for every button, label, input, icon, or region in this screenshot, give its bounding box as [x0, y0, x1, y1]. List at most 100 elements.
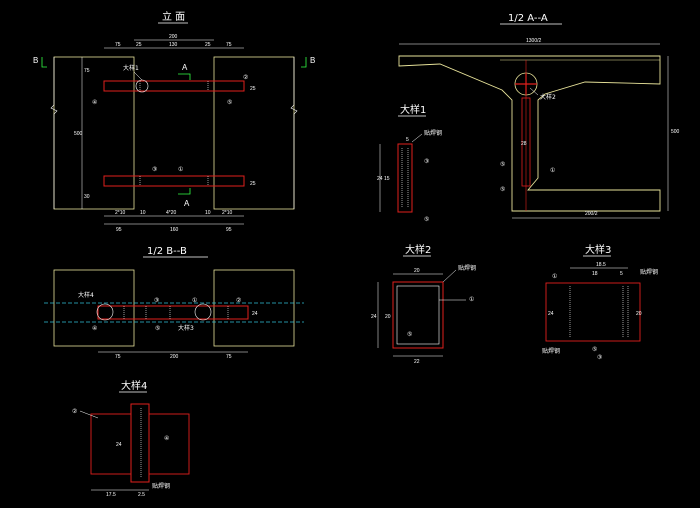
- bottom-dim-g: 160: [170, 227, 179, 233]
- detail2-box-inner: [396, 285, 440, 345]
- top-dim-small-1: 25: [136, 42, 142, 48]
- bb-right-block: [213, 269, 295, 347]
- detail4-callout-4: ④: [164, 435, 169, 442]
- aa-bottom-dim: 200/2: [585, 211, 598, 217]
- detail3-callout-1: ①: [552, 273, 557, 280]
- elevation-view: 立 面 200 75 130 75 25 25 75 500 30 25 25: [33, 10, 315, 233]
- detail1-dim-15: 15: [384, 176, 390, 182]
- bottom-dim-f: 95: [116, 227, 122, 233]
- top-dim-mid: 130: [169, 42, 178, 48]
- bottom-dim-e: 2*10: [222, 210, 233, 216]
- detail4-callout2-leader: [79, 410, 99, 419]
- bb-dim-left: 75: [115, 354, 121, 360]
- aa-detail-label: 大样2: [540, 93, 556, 101]
- detail3-title: 大样3: [585, 243, 611, 256]
- detail2-callout-1: ①: [469, 296, 474, 303]
- detail2-title: 大样2: [405, 243, 431, 256]
- detail4-title: 大样4: [121, 379, 147, 392]
- elevation-detail-label: 大样1: [123, 64, 139, 72]
- detail3-dim-18: 18: [592, 271, 598, 277]
- detail3-callout-5: ⑤: [592, 346, 597, 353]
- detail3-dim-5: 5: [620, 271, 623, 277]
- detail1-note: 贴焊钢: [424, 129, 442, 137]
- lower-steel-bar: [103, 175, 245, 187]
- detail4-view: 大样4 24 17.5 2.5 贴焊钢 ② ④: [72, 379, 190, 498]
- detail3-block: [545, 282, 641, 342]
- detail1-circle: [135, 79, 149, 93]
- left-break-line: [50, 57, 58, 209]
- detail2-note-leader: [442, 269, 457, 283]
- bb-dim-right: 75: [226, 354, 232, 360]
- top-dim-right: 75: [226, 42, 232, 48]
- cut-arrow-a-bottom: [178, 188, 191, 195]
- bottom-dim-a: 2*10: [115, 210, 126, 216]
- detail3-dim-24: 24: [548, 311, 554, 317]
- detail2-dim-inner: 20: [385, 314, 391, 320]
- section-bb-view: 1/2 B--B 75 200 75 24 大样4 大样3 ③ ① ② ④ ⑤: [44, 246, 304, 360]
- detail2-dim-left: 24: [371, 314, 377, 320]
- detail4-bar: [130, 403, 150, 483]
- detail1-bar: [397, 143, 413, 213]
- detail2-view: 大样2 20 24 20 22 贴焊钢 ① ⑤: [371, 243, 476, 365]
- detail2-dim-bottom: 22: [414, 359, 420, 365]
- detail1-callout-3: ③: [424, 158, 429, 165]
- detail4-note: 贴焊钢: [152, 482, 170, 490]
- detail1-view: 大样1 贴焊钢 5 15 24 ③ ⑤: [377, 103, 442, 223]
- detail2-dim-top: 20: [414, 268, 420, 274]
- left-dim-bottom: 30: [84, 194, 90, 200]
- detail4-dim-17-5: 17.5: [106, 492, 116, 498]
- bb-left-block: [53, 269, 135, 347]
- detail4-dim-24: 24: [116, 442, 122, 448]
- bb-detail-circle-left: [96, 303, 114, 321]
- bb-dim-height: 24: [252, 311, 258, 317]
- aa-right-dim: 500: [671, 129, 680, 135]
- detail4-callout-2: ②: [72, 408, 77, 415]
- left-dim-top: 75: [84, 68, 90, 74]
- right-dim-lower: 25: [250, 181, 256, 187]
- detail4-dim-2-5: 2.5: [138, 492, 145, 498]
- callout-5: ⑤: [227, 99, 232, 106]
- right-break-line: [290, 57, 298, 209]
- elevation-title: 立 面: [162, 10, 185, 23]
- detail3-callout-3: ③: [597, 354, 602, 361]
- bb-detail3-label: 大样3: [178, 324, 194, 332]
- detail2-callout-5: ⑤: [407, 331, 412, 338]
- cut-mark-b-right: B: [310, 56, 315, 65]
- bottom-dim-c: 4*20: [166, 210, 177, 216]
- detail3-dim-20: 20: [636, 311, 642, 317]
- detail3-dim-18-5: 18.5: [596, 262, 606, 268]
- bb-callout-2: ②: [236, 297, 241, 304]
- bottom-dim-b: 10: [140, 210, 146, 216]
- box-girder-outline: [398, 55, 661, 212]
- detail3-note-bottom: 贴焊钢: [542, 347, 560, 355]
- cut-mark-a-top: A: [182, 63, 188, 72]
- aa-callout-5b: ⑤: [500, 186, 505, 193]
- detail-leader: [133, 71, 143, 81]
- section-bb-title: 1/2 B--B: [147, 246, 187, 257]
- bb-steel-bar: [97, 305, 249, 320]
- bb-detail4-label: 大样4: [78, 291, 94, 299]
- bb-callout-4: ④: [92, 325, 97, 332]
- bb-detail-circle-right: [194, 303, 212, 321]
- detail2-box-outer: [392, 281, 444, 349]
- detail1-callout-5: ⑤: [424, 216, 429, 223]
- cut-arrow-a-top: [178, 73, 191, 80]
- bb-dim-mid: 200: [170, 354, 179, 360]
- detail1-title: 大样1: [400, 103, 426, 116]
- detail2-note: 贴焊钢: [458, 264, 476, 272]
- upper-steel-bar: [103, 80, 245, 92]
- cut-mark-b-left: B: [33, 56, 38, 65]
- callout-3: ③: [152, 166, 157, 173]
- cut-arrow-b-left: [41, 57, 47, 68]
- detail1-dim-5: 5: [406, 137, 409, 143]
- aa-callout-5: ⑤: [500, 161, 505, 168]
- cut-arrow-b-right: [301, 57, 307, 68]
- top-dim-small-2: 25: [205, 42, 211, 48]
- detail4-block-left: [90, 413, 132, 475]
- bb-callout-3: ③: [154, 297, 159, 304]
- bb-callout-5: ⑤: [155, 325, 160, 332]
- bottom-dim-d: 10: [205, 210, 211, 216]
- aa-web-dim: 28: [521, 141, 527, 147]
- section-aa-view: 1/2 A--A 1300/2 500 200/2 28 大样2 ① ⑤ ⑤: [398, 13, 680, 219]
